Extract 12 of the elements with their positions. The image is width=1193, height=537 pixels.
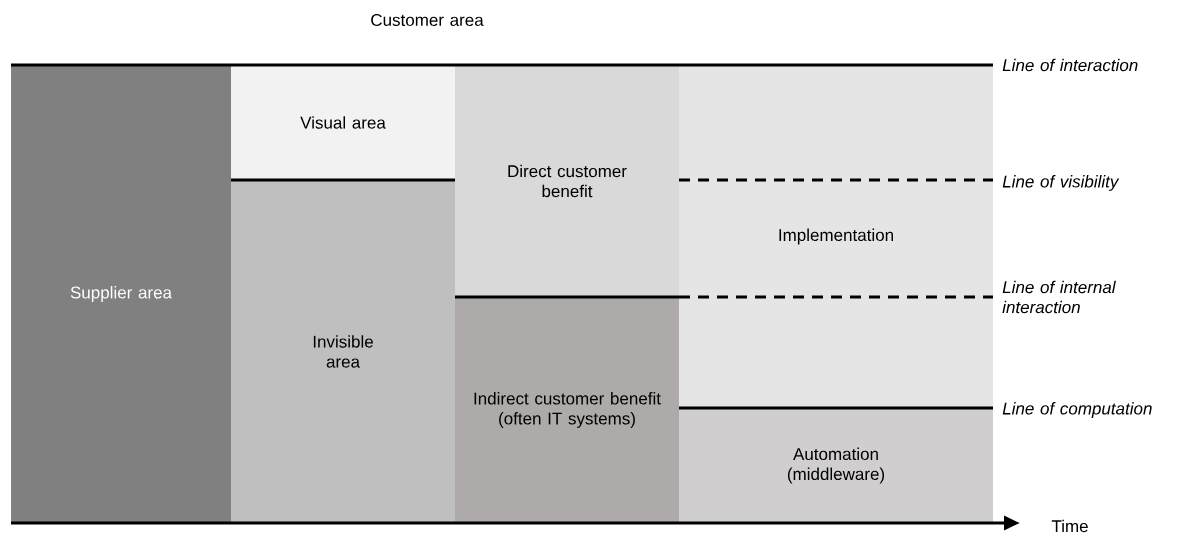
line-label: Line of interaction (1002, 58, 1138, 72)
area-box: Visual area (231, 65, 455, 180)
heading: Customer area (371, 13, 484, 26)
area-box: Indirect customer benefit (often IT systems) (455, 297, 679, 523)
area-box: Automation (middleware) (679, 408, 993, 523)
area-box: Invisible area (231, 180, 455, 523)
area-box: Direct customer benefit (455, 65, 679, 297)
area-box: Supplier area (11, 65, 231, 523)
line-label: Line of computation (1002, 402, 1152, 418)
area-box: Implementation (679, 65, 993, 408)
node-label: Supplier area (70, 286, 173, 302)
axis-label: Time (1051, 519, 1088, 533)
